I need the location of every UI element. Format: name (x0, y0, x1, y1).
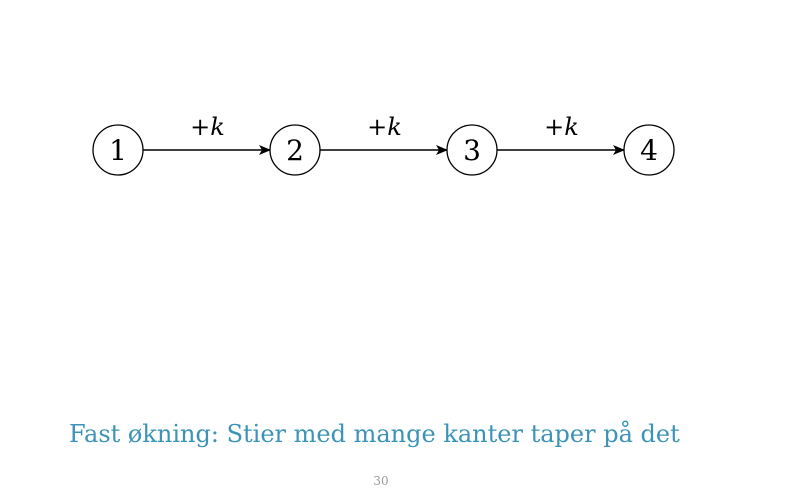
node-label: 4 (640, 134, 658, 167)
edge-label-variable: k (564, 113, 579, 141)
node-label: 1 (109, 134, 127, 167)
node-2: 2 (269, 124, 321, 176)
node-circle (269, 124, 321, 176)
node-label: 2 (286, 134, 304, 167)
page-number: 30 (373, 474, 389, 488)
edge-label-2-3: +k (367, 113, 402, 141)
node-circle (446, 124, 498, 176)
node-label: 3 (463, 134, 481, 167)
node-3: 3 (446, 124, 498, 176)
edge-label-3-4: +k (544, 113, 579, 141)
edge-label-variable: k (387, 113, 402, 141)
node-circle (92, 124, 144, 176)
edge-label-variable: k (210, 113, 225, 141)
slide-caption: Fast økning: Stier med mange kanter tape… (69, 420, 680, 448)
edge-label-sign: + (367, 113, 387, 141)
node-1: 1 (92, 124, 144, 176)
node-circle (623, 124, 675, 176)
edge-label-sign: + (190, 113, 210, 141)
node-4: 4 (623, 124, 675, 176)
edge-label-1-2: +k (190, 113, 225, 141)
edge-label-sign: + (544, 113, 564, 141)
nodes-layer: 1 2 3 4 (92, 124, 675, 176)
edges-layer: +k+k+k (143, 113, 625, 155)
